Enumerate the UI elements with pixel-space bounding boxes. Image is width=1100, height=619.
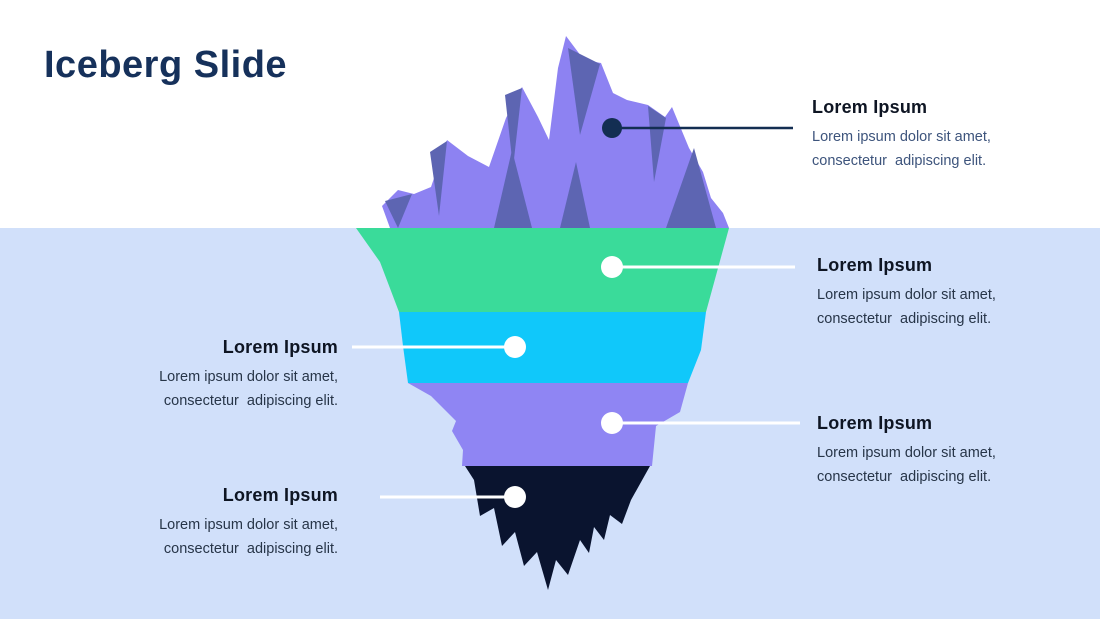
connector-4 (601, 412, 800, 434)
callout-body-line: Lorem ipsum dolor sit amet, (817, 287, 996, 303)
connector-3 (352, 336, 526, 358)
shadow-facet (568, 48, 600, 135)
slide-title: Iceberg Slide (44, 44, 288, 86)
callout-body-line: Lorem ipsum dolor sit amet, (159, 517, 338, 533)
shadow-facet (494, 150, 532, 228)
connector-dot (504, 486, 526, 508)
callout-body-line: consectetur adipiscing elit. (163, 541, 338, 557)
iceberg-layer-green (356, 228, 729, 312)
connector-dot (601, 256, 623, 278)
shadow-facet (666, 148, 716, 228)
callout-title: Lorem Ipsum (817, 255, 933, 275)
shadow-facet (648, 106, 666, 182)
connector-5 (380, 486, 526, 508)
callout-body-line: consectetur adipiscing elit. (163, 393, 338, 409)
callout-upper-right: Lorem Ipsum Lorem ipsum dolor sit amet, … (817, 254, 1047, 331)
callout-bottom-left: Lorem Ipsum Lorem ipsum dolor sit amet, … (118, 484, 338, 561)
callout-body-line: Lorem ipsum dolor sit amet, (159, 369, 338, 385)
connector-2 (601, 256, 795, 278)
iceberg-tip-shape (382, 36, 729, 228)
callout-title: Lorem Ipsum (817, 413, 933, 433)
callout-title: Lorem Ipsum (222, 337, 338, 357)
callout-body-line: consectetur adipiscing elit. (817, 311, 992, 327)
shadow-facet (505, 88, 522, 168)
iceberg-layer-cyan (399, 312, 706, 383)
callout-title: Lorem Ipsum (812, 97, 928, 117)
connector-dot (601, 412, 623, 434)
callout-lower-right: Lorem Ipsum Lorem ipsum dolor sit amet, … (817, 412, 1047, 489)
shadow-facet (385, 194, 412, 228)
shadow-facet (430, 141, 447, 216)
connector-dot (504, 336, 526, 358)
connector-1 (602, 118, 793, 138)
callout-body-line: Lorem ipsum dolor sit amet, (812, 129, 991, 145)
callout-body-line: consectetur adipiscing elit. (817, 469, 992, 485)
callout-middle-left: Lorem Ipsum Lorem ipsum dolor sit amet, … (118, 336, 338, 413)
callout-top-right: Lorem Ipsum Lorem ipsum dolor sit amet, … (812, 96, 1042, 173)
callout-body-line: Lorem ipsum dolor sit amet, (817, 445, 996, 461)
shadow-facet (560, 162, 590, 228)
connector-dot (602, 118, 622, 138)
iceberg-layer-purple (408, 383, 688, 466)
callout-body-line: consectetur adipiscing elit. (812, 153, 987, 169)
iceberg-tip-shadows (385, 48, 716, 228)
callout-title: Lorem Ipsum (222, 485, 338, 505)
